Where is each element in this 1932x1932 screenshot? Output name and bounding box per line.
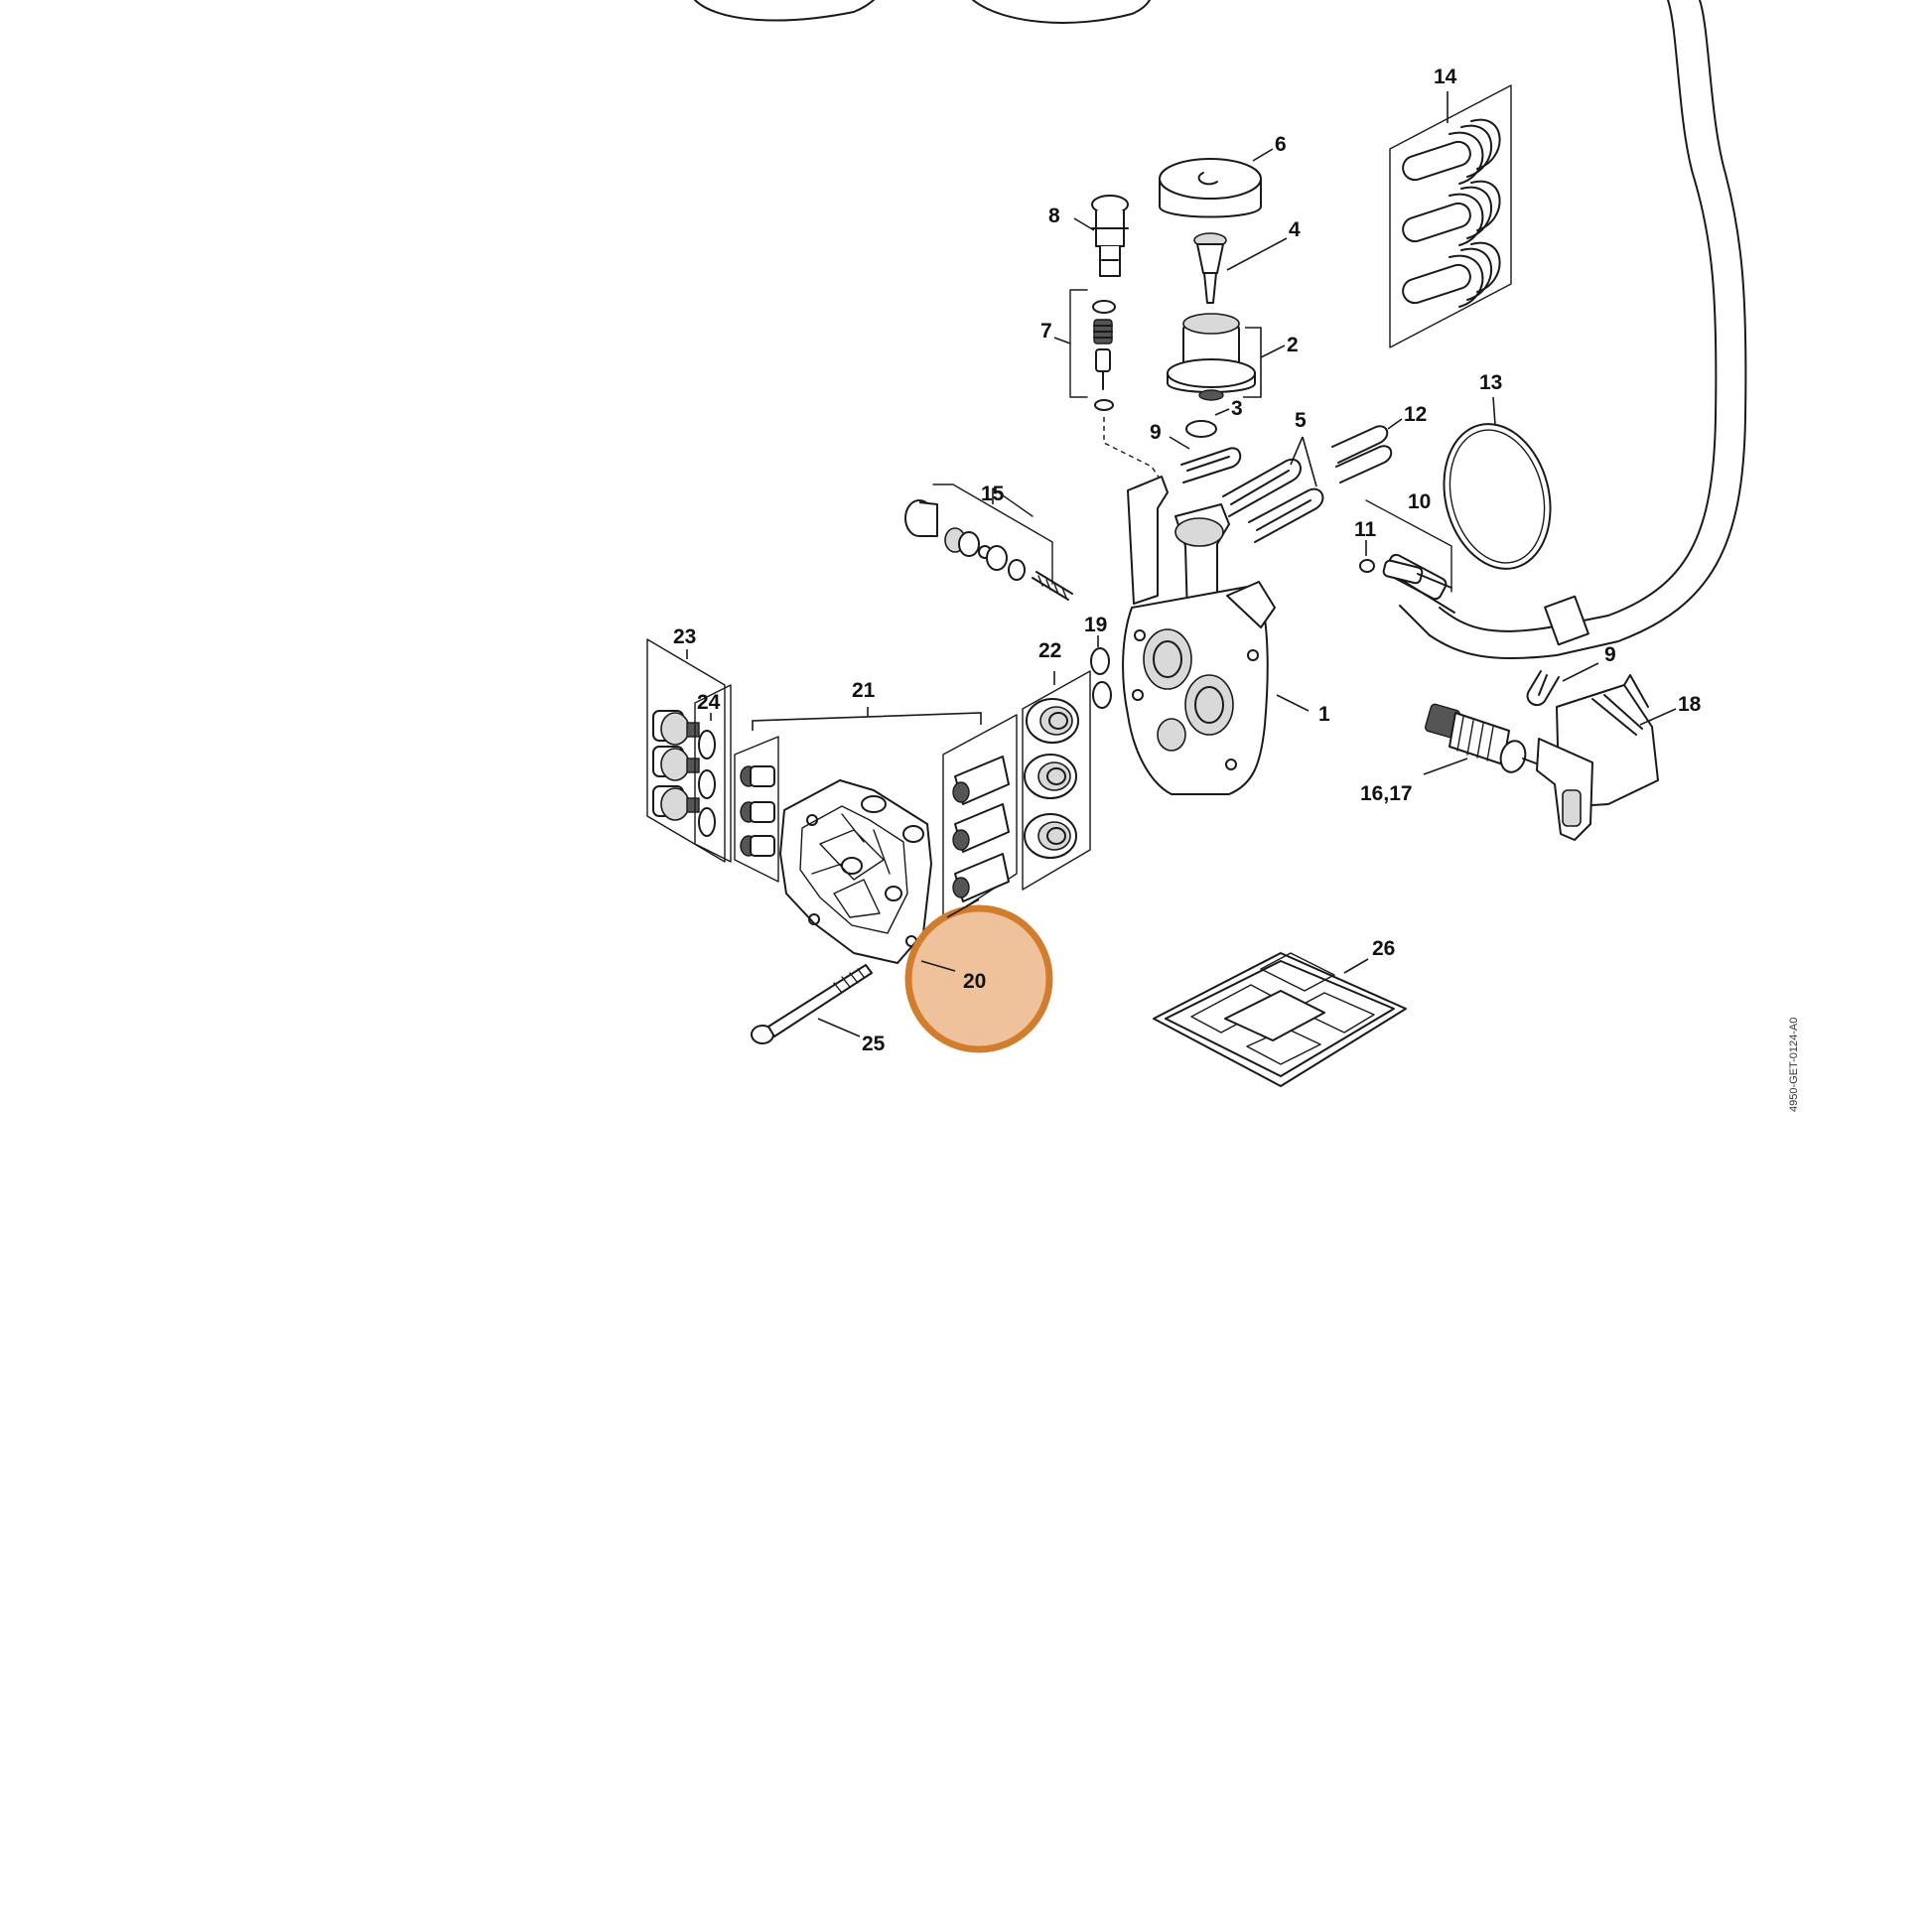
label-part-18: 18 — [1678, 693, 1702, 716]
label-part-23: 23 — [673, 625, 696, 648]
leader-part-20 — [920, 960, 956, 972]
part-7-valve-kit — [1053, 289, 1165, 485]
label-part-19: 19 — [1084, 614, 1107, 636]
label-part-20[interactable]: 20 — [963, 970, 986, 993]
label-part-14: 14 — [1434, 66, 1457, 88]
part-19-o-rings — [1090, 635, 1112, 709]
label-part-15: 15 — [981, 483, 1005, 505]
label-part-9-lower: 9 — [1604, 643, 1616, 666]
part-14-valve-springs — [1389, 84, 1512, 348]
part-26-gasket-set — [1153, 952, 1407, 1087]
drawing-code: 4950-GET-0124-A0 — [1788, 1018, 1800, 1112]
label-part-10: 10 — [1408, 490, 1431, 513]
label-part-22: 22 — [1038, 639, 1061, 662]
label-part-13: 13 — [1479, 371, 1502, 394]
highlight-circle[interactable] — [904, 904, 1053, 1053]
label-part-5: 5 — [1295, 409, 1307, 432]
part-11-ring — [1359, 540, 1375, 573]
part-2-union — [1167, 313, 1286, 401]
label-part-26: 26 — [1372, 937, 1395, 960]
part-15-valve-kit — [904, 483, 1073, 601]
label-part-2: 2 — [1287, 334, 1299, 356]
top-cut-parts — [694, 0, 1151, 24]
part-4-pin — [1193, 232, 1288, 304]
label-part-24: 24 — [697, 691, 721, 714]
label-part-16-17: 16,17 — [1360, 782, 1413, 805]
label-part-12: 12 — [1404, 403, 1427, 426]
label-part-9-upper: 9 — [1150, 421, 1162, 444]
label-part-11: 11 — [1354, 518, 1377, 541]
part-23-kit — [646, 638, 726, 863]
label-part-7: 7 — [1040, 320, 1052, 343]
part-25-bolt — [751, 964, 873, 1044]
part-6-cap — [1159, 148, 1274, 218]
part-22-seal-rings — [1022, 670, 1091, 891]
part-9-clip-upper — [1169, 436, 1242, 483]
label-part-4: 4 — [1289, 218, 1301, 241]
part-labels: 1 2 3 4 5 6 7 8 9 9 10 11 12 13 14 15 16… — [673, 66, 1702, 1055]
label-part-6: 6 — [1275, 133, 1287, 156]
label-part-21: 21 — [852, 679, 876, 702]
part-16-17-valve — [1423, 703, 1540, 775]
part-20-highlight[interactable]: 20 — [904, 898, 1053, 1053]
part-24-o-rings — [694, 684, 732, 863]
hose-drawing — [1384, 0, 1747, 660]
leader-part-20-upper — [946, 898, 980, 918]
part-5-clips — [1222, 436, 1324, 543]
part-12-clip — [1331, 418, 1403, 483]
part-13-o-ring — [1443, 396, 1552, 570]
part-3-ring — [1185, 408, 1230, 438]
part-10-nipple — [1365, 499, 1452, 593]
part-20-manifold — [779, 779, 932, 964]
part-8-valve-plug — [1073, 195, 1129, 277]
part-9-clip-lower — [1526, 662, 1599, 707]
part-18-housing — [1536, 674, 1677, 841]
label-part-1: 1 — [1318, 703, 1330, 726]
label-part-8: 8 — [1048, 205, 1060, 227]
label-part-25: 25 — [862, 1033, 886, 1055]
label-part-3: 3 — [1231, 397, 1243, 420]
part-1-pump-head — [1122, 476, 1310, 795]
part-21-seal-kit — [734, 707, 1018, 922]
